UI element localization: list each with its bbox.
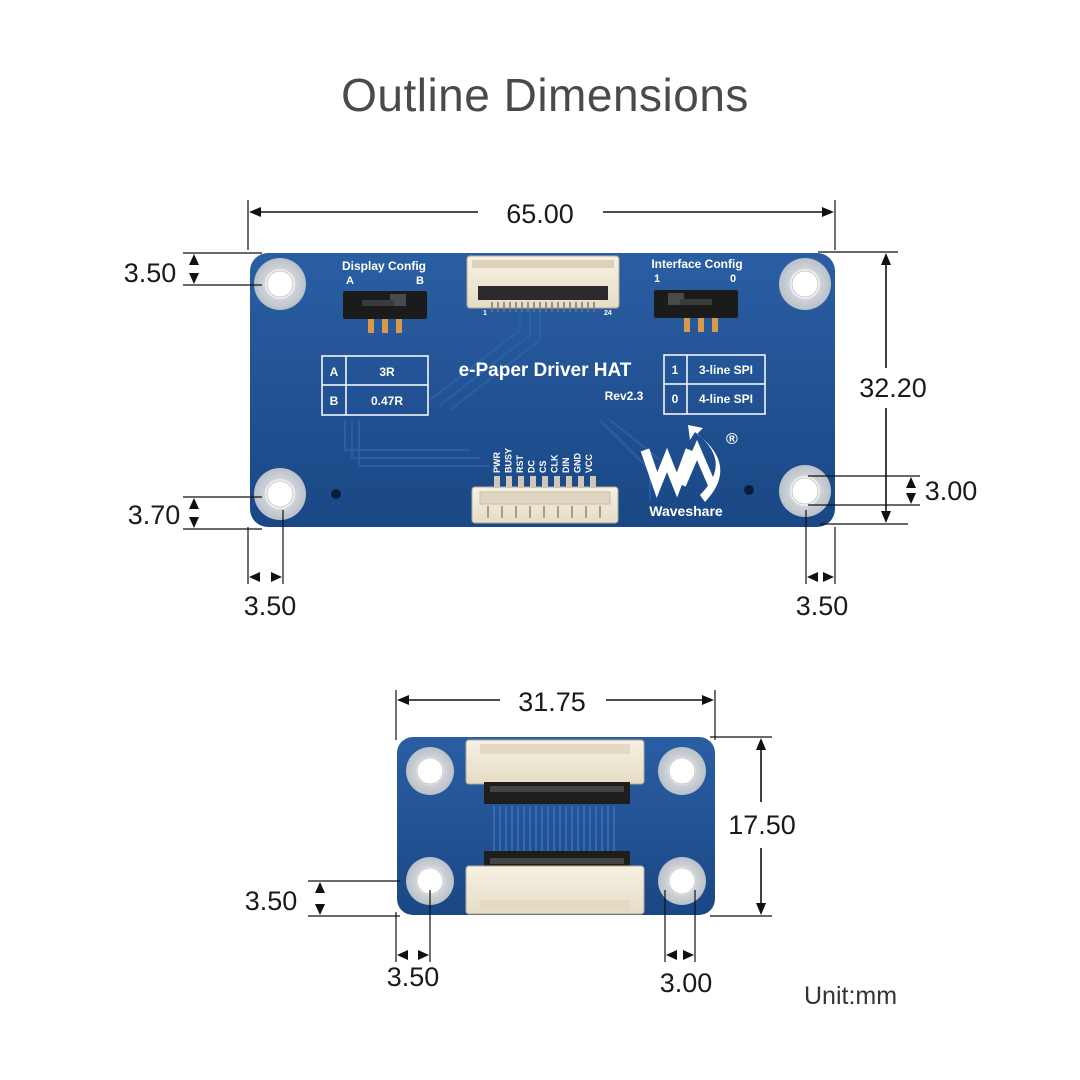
dim-main-bottom-hole-offset: 3.70 [128, 500, 181, 530]
right-table-row1-key: 1 [672, 363, 679, 377]
display-config-b: B [416, 275, 424, 287]
dim-adapter-height: 17.50 [728, 810, 796, 840]
pin-label-din: DIN [561, 458, 571, 474]
pin-label-clk: CLK [550, 454, 560, 473]
left-table-row2-key: B [330, 394, 339, 408]
interface-config-0: 0 [730, 273, 736, 285]
dim-main-top-hole-offset: 3.50 [124, 258, 177, 288]
left-table-row1-value: 3R [379, 365, 395, 379]
pin-label-dc: DC [527, 460, 537, 473]
pin-label-vcc: VCC [584, 453, 594, 473]
pin1-label: 1 [483, 310, 487, 317]
dim-main-width: 65.00 [506, 199, 574, 229]
dim-main-right-hole-x: 3.50 [796, 591, 849, 621]
registered-mark: ® [726, 431, 738, 448]
dim-main-right-hole-offset: 3.00 [925, 476, 978, 506]
display-config-label: Display Config [342, 259, 426, 273]
fpc-connector-24pin [466, 255, 620, 312]
adapter-traces [493, 806, 615, 854]
waveshare-logo [640, 425, 721, 502]
unit-label: Unit:mm [804, 982, 898, 1010]
dim-main-left-hole-x: 3.50 [244, 591, 297, 621]
right-table-row2-value: 4-line SPI [699, 392, 753, 406]
pin-label-gnd: GND [573, 453, 583, 474]
interface-config-label: Interface Config [651, 257, 742, 271]
right-table-row1-value: 3-line SPI [699, 363, 753, 377]
dim-main-height: 32.20 [859, 373, 927, 403]
dim-adapter-width: 31.75 [518, 687, 586, 717]
pin-label-rst: RST [515, 454, 525, 473]
main-board-dimensions: 65.00 32.20 3.50 3.70 3.00 3.50 [124, 199, 978, 621]
left-table-row1-key: A [330, 365, 339, 379]
display-config-table [321, 355, 429, 416]
dim-adapter-left-hole-x: 3.50 [387, 962, 440, 992]
main-board: 1 24 Display Config A B Interface Config… [250, 253, 835, 527]
adapter-board-dimensions: 31.75 17.50 3.50 3.50 3.00 [245, 687, 796, 998]
pin-label-busy: BUSY [504, 448, 514, 473]
interface-config-table [663, 354, 766, 415]
header-connector-9pin [471, 476, 619, 524]
adapter-connector-bottom [465, 851, 645, 915]
pin-label-pwr: PWR [492, 452, 502, 473]
mounting-holes [254, 258, 831, 520]
brand-name: Waveshare [649, 503, 723, 519]
display-config-switch[interactable] [343, 291, 427, 333]
pin-label-cs: CS [538, 460, 548, 473]
right-table-row2-key: 0 [672, 392, 679, 406]
dim-adapter-right-hole-x: 3.00 [660, 968, 713, 998]
dim-adapter-bottom-hole-offset: 3.50 [245, 886, 298, 916]
left-table-row2-value: 0.47R [371, 394, 403, 408]
board-name: e-Paper Driver HAT [459, 360, 632, 381]
adapter-board [397, 737, 715, 915]
pin24-label: 24 [604, 310, 612, 317]
display-config-a: A [346, 275, 354, 287]
adapter-connector-top [465, 739, 645, 804]
board-revision: Rev2.3 [605, 389, 644, 403]
interface-config-1: 1 [654, 273, 660, 285]
page-title: Outline Dimensions [341, 69, 749, 121]
interface-config-switch[interactable] [654, 290, 738, 332]
